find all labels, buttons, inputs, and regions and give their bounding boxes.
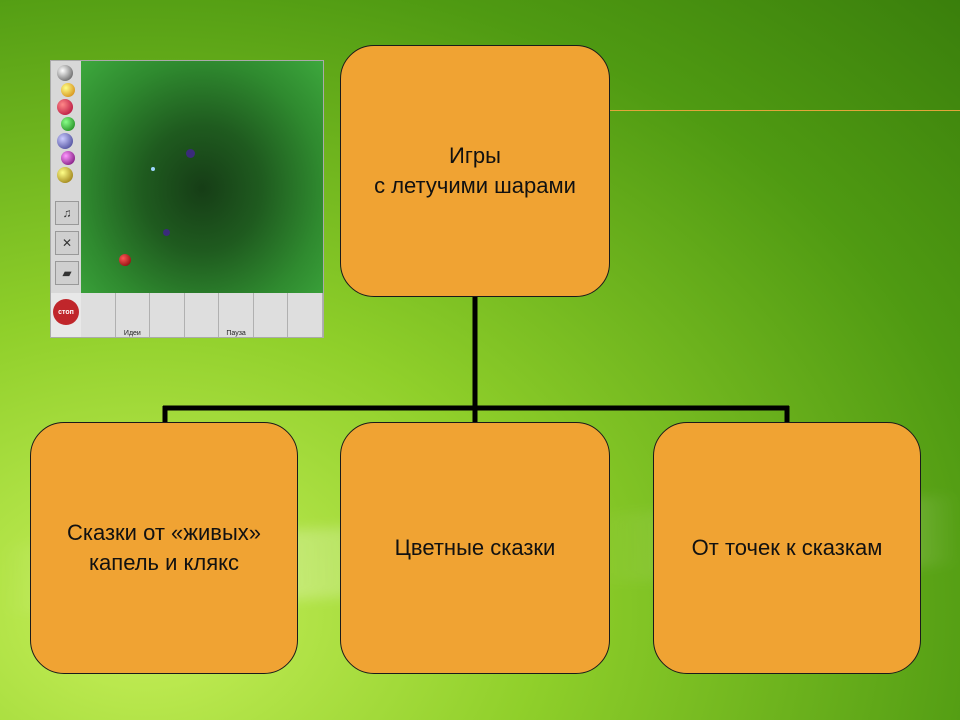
ball [119,254,131,266]
decorative-line [610,110,960,111]
child-node-label: Цветные сказки [394,535,556,561]
mute-icon: ✕ [55,231,79,255]
game-field [81,61,323,293]
color-palette: ♫ ✕ ▰ [51,61,81,293]
toolbar-item-pause: Пауза [219,293,254,337]
ball [186,149,195,158]
child-node: Сказки от «живых» капель и клякс [30,422,298,674]
palette-ball-icon [61,117,75,131]
child-node-label: От точек к сказкам [691,535,883,561]
toolbar-item [288,293,324,337]
ball [163,229,170,236]
ball [151,167,155,171]
game-toolbar: Идеи Пауза [81,293,324,337]
root-node: Игры с летучими шарами [340,45,610,297]
toolbar-item [254,293,289,337]
stop-icon: стоп [53,299,79,325]
palette-ball-icon [57,133,73,149]
toolbar-item [81,293,116,337]
game-screenshot: ♫ ✕ ▰ стоп Идеи Пауза [50,60,324,338]
palette-ball-icon [61,151,75,165]
child-node: От точек к сказкам [653,422,921,674]
child-node: Цветные сказки [340,422,610,674]
palette-ball-icon [57,99,73,115]
child-node-label: Сказки от «живых» капель и клякс [66,520,261,575]
palette-ball-icon [61,83,75,97]
palette-ball-icon [57,65,73,81]
toolbar-item [185,293,220,337]
toolbar-item-ideas: Идеи [116,293,151,337]
music-icon: ♫ [55,201,79,225]
root-node-label: Игры с летучими шарами [374,143,576,198]
eraser-icon: ▰ [55,261,79,285]
toolbar-item [150,293,185,337]
palette-ball-icon [57,167,73,183]
